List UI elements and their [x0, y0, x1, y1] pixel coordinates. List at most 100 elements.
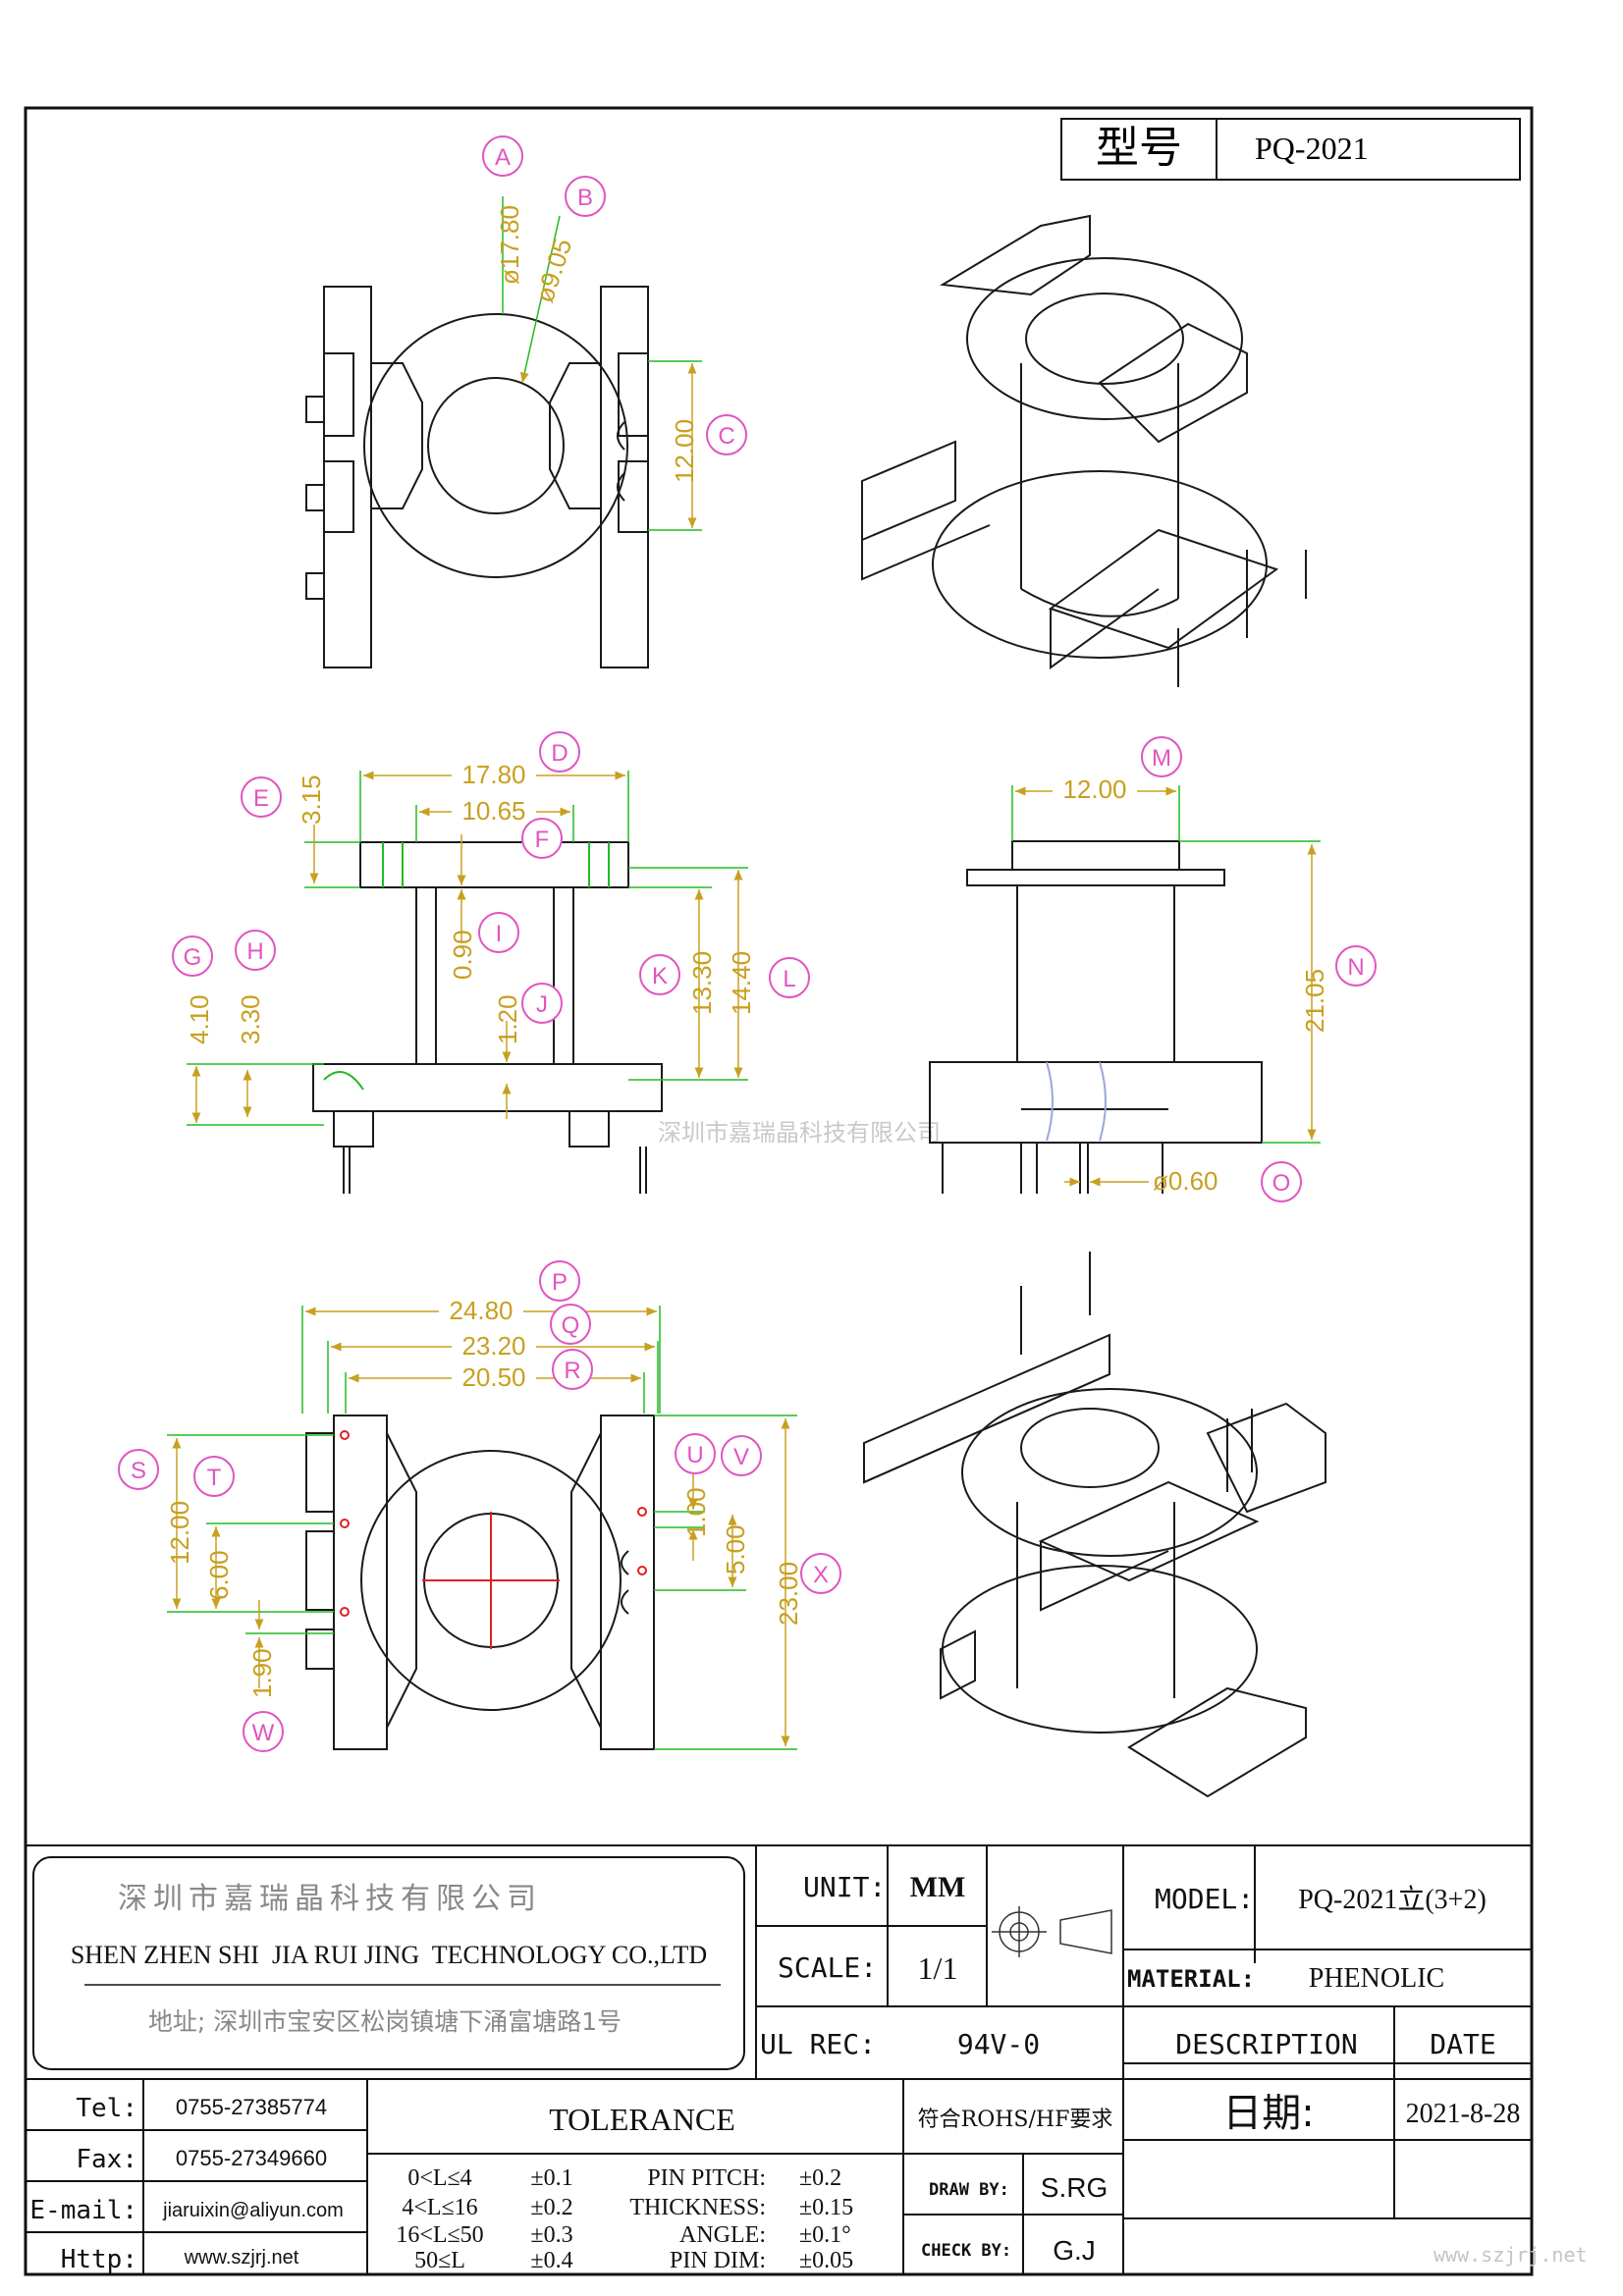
tolerance-range-1: 0<L≤4: [407, 2165, 471, 2191]
tolerance-range-2: 4<L≤16: [402, 2195, 477, 2220]
model-box: 型号 PQ-2021: [1060, 118, 1521, 181]
callout-A: A: [482, 135, 523, 177]
company-address: 地址; 深圳市宝安区松岗镇塘下涌富塘路1号: [148, 2007, 622, 2036]
callout-N: N: [1335, 945, 1377, 987]
bottom-view-center-marks: [340, 1430, 647, 1649]
svg-text:G: G: [184, 944, 202, 971]
callout-E: E: [241, 776, 282, 818]
callout-W: W: [243, 1711, 284, 1752]
email-value: jiaruixin@aliyun.com: [162, 2200, 344, 2221]
dim-F-label: 10.65: [461, 796, 525, 826]
svg-text:P: P: [552, 1269, 568, 1296]
tel-value: 0755-27385774: [176, 2095, 327, 2119]
callout-P: P: [539, 1260, 580, 1302]
callout-B: B: [565, 176, 606, 217]
bottom-view: [305, 1415, 655, 1750]
material-label: MATERIAL:: [1127, 1965, 1255, 1993]
scale-label: SCALE:: [778, 1951, 877, 1984]
dim-R-label: 20.50: [461, 1362, 525, 1392]
dim-S-label: 12.00: [165, 1501, 194, 1565]
isometric-view-top: [861, 214, 1307, 687]
fax-label: Fax:: [76, 2145, 137, 2174]
tolerance-range-3: 16<L≤50: [396, 2222, 483, 2248]
dim-U-label: 1.00: [681, 1487, 711, 1537]
ulrec-value: 94V-0: [957, 2028, 1040, 2060]
dim-M-label: 12.00: [1062, 774, 1126, 804]
description-label: DESCRIPTION: [1175, 2028, 1357, 2060]
material-value: PHENOLIC: [1309, 1963, 1444, 1994]
svg-text:K: K: [652, 963, 668, 989]
dim-L-label: 14.40: [727, 951, 756, 1015]
svg-text:E: E: [253, 785, 269, 812]
callout-O: O: [1261, 1161, 1302, 1202]
check-label: CHECK BY:: [921, 2241, 1011, 2261]
svg-text:L: L: [783, 966, 795, 992]
svg-text:M: M: [1152, 745, 1171, 772]
dim-G-label: 4.10: [185, 994, 214, 1044]
callout-D: D: [539, 731, 580, 773]
dim-K-label: 13.30: [687, 951, 717, 1015]
svg-text:B: B: [577, 185, 593, 211]
tolerance-value-3: ±0.3: [530, 2222, 572, 2248]
spec-label-3: ANGLE:: [679, 2222, 766, 2248]
tolerance-title: TOLERANCE: [549, 2102, 735, 2137]
dim-J-label: 1.20: [493, 994, 522, 1044]
callout-R: R: [552, 1349, 593, 1390]
model-box-label: 型号: [1096, 123, 1182, 173]
isometric-view-bottom: [863, 1252, 1326, 1798]
spec-label-2: THICKNESS:: [629, 2195, 766, 2220]
callout-L: L: [769, 957, 810, 998]
model-box-value: PQ-2021: [1255, 131, 1369, 166]
title-block: [26, 1844, 1532, 2274]
dim-P-label: 24.80: [449, 1296, 513, 1325]
svg-text:V: V: [733, 1444, 749, 1470]
email-label: E-mail:: [29, 2196, 137, 2225]
dim-W-label: 1.90: [247, 1648, 277, 1698]
svg-text:R: R: [564, 1358, 580, 1384]
dim-A-label: ø17.80: [495, 205, 524, 285]
rohs-note: 符合ROHS/HF要求: [918, 2108, 1113, 2132]
svg-text:F: F: [535, 827, 550, 853]
dim-I-label: 0.90: [448, 930, 477, 980]
projection-symbol-icon: [992, 1906, 1112, 1957]
callout-C: C: [706, 414, 747, 455]
bottom-view-dims: 24.80 23.20 20.50 12.00 6.00 1.90 1.00 5…: [165, 1296, 803, 1750]
svg-text:H: H: [246, 938, 263, 965]
dim-B-label: ø9.05: [529, 235, 577, 306]
callout-H: H: [235, 930, 276, 971]
tolerance-value-2: ±0.2: [530, 2195, 572, 2220]
spec-value-2: ±0.15: [799, 2195, 853, 2220]
callout-markers: A B C D E F G H I J K L M N O P Q R S T …: [118, 135, 1377, 1752]
draw-value: S.RG: [1041, 2172, 1108, 2203]
spec-label-4: PIN DIM:: [670, 2248, 766, 2273]
dim-C-label: 12.00: [670, 419, 699, 483]
model-value: PQ-2021立(3+2): [1298, 1884, 1487, 1915]
top-view: [305, 286, 649, 668]
dim-H-label: 3.30: [236, 994, 265, 1044]
callout-T: T: [193, 1456, 235, 1497]
side-view: [929, 840, 1263, 1194]
dim-D-label: 17.80: [461, 760, 525, 789]
svg-text:U: U: [686, 1442, 703, 1468]
svg-text:J: J: [536, 991, 548, 1018]
draw-label: DRAW BY:: [929, 2180, 1009, 2200]
callout-M: M: [1141, 736, 1182, 777]
http-value: www.szjrj.net: [184, 2247, 299, 2269]
svg-text:Q: Q: [562, 1312, 580, 1339]
watermark-center: 深圳市嘉瑞晶科技有限公司: [658, 1120, 941, 1147]
callout-J: J: [521, 983, 563, 1024]
svg-text:C: C: [718, 423, 734, 450]
callout-Q: Q: [550, 1304, 591, 1345]
dim-E-label: 3.15: [297, 774, 326, 825]
check-value: G.J: [1053, 2235, 1096, 2266]
callout-V: V: [721, 1435, 762, 1476]
dim-Q-label: 23.20: [461, 1331, 525, 1361]
dim-V-label: 5.00: [721, 1524, 750, 1575]
unit-value: MM: [910, 1871, 966, 1903]
svg-text:O: O: [1272, 1170, 1291, 1197]
date-value: 2021-8-28: [1406, 2099, 1521, 2129]
http-label: Http:: [61, 2245, 137, 2274]
svg-text:T: T: [207, 1465, 222, 1491]
fax-value: 0755-27349660: [176, 2146, 327, 2170]
